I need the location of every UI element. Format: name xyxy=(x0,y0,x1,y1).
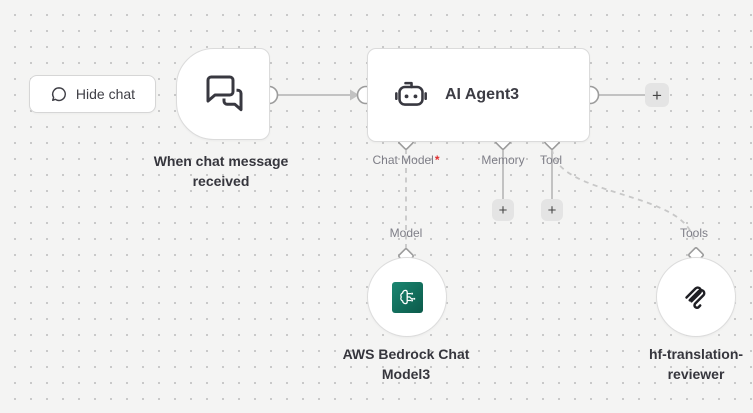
node-title-chat-trigger[interactable]: When chat message received xyxy=(153,153,289,189)
port-label-tools: Tools xyxy=(679,226,709,240)
node-aws-bedrock-chat-model[interactable] xyxy=(367,257,447,337)
plus-icon: + xyxy=(498,201,508,219)
connection-arrowhead-icon xyxy=(350,89,359,101)
add-tool-button[interactable]: + xyxy=(541,199,563,221)
add-node-button-agent-output[interactable]: + xyxy=(645,83,669,107)
mcp-squiggle-icon xyxy=(685,286,706,309)
required-asterisk: * xyxy=(434,153,440,167)
port-label-tool: Tool xyxy=(539,153,563,167)
hide-chat-button[interactable]: Hide chat xyxy=(29,75,156,113)
connection-tool-to-hf-reviewer[interactable] xyxy=(551,148,695,243)
node-title-hf-translation-reviewer[interactable]: hf-translation-reviewer xyxy=(648,346,744,382)
plus-icon: + xyxy=(547,201,557,219)
chat-model-label-text: Chat Model xyxy=(372,153,434,167)
hide-chat-label: Hide chat xyxy=(75,86,136,102)
port-label-chat-model: Chat Model* xyxy=(372,153,439,167)
aws-bedrock-brain-icon xyxy=(391,281,423,313)
port-label-model: Model xyxy=(389,226,423,240)
node-hf-translation-reviewer[interactable] xyxy=(656,257,736,337)
robot-icon xyxy=(395,81,427,106)
node-title-aws-bedrock-chat-model[interactable]: AWS Bedrock Chat Model3 xyxy=(342,346,470,382)
node-title-ai-agent[interactable]: AI Agent3 xyxy=(445,86,520,103)
chat-messages-icon xyxy=(204,73,243,112)
add-memory-button[interactable]: + xyxy=(492,199,514,221)
node-chat-trigger[interactable] xyxy=(176,48,270,140)
node-ai-agent[interactable]: AI Agent3 xyxy=(367,48,590,142)
speech-bubble-icon xyxy=(51,87,66,102)
port-label-memory: Memory xyxy=(481,153,525,167)
plus-icon: + xyxy=(652,85,662,105)
